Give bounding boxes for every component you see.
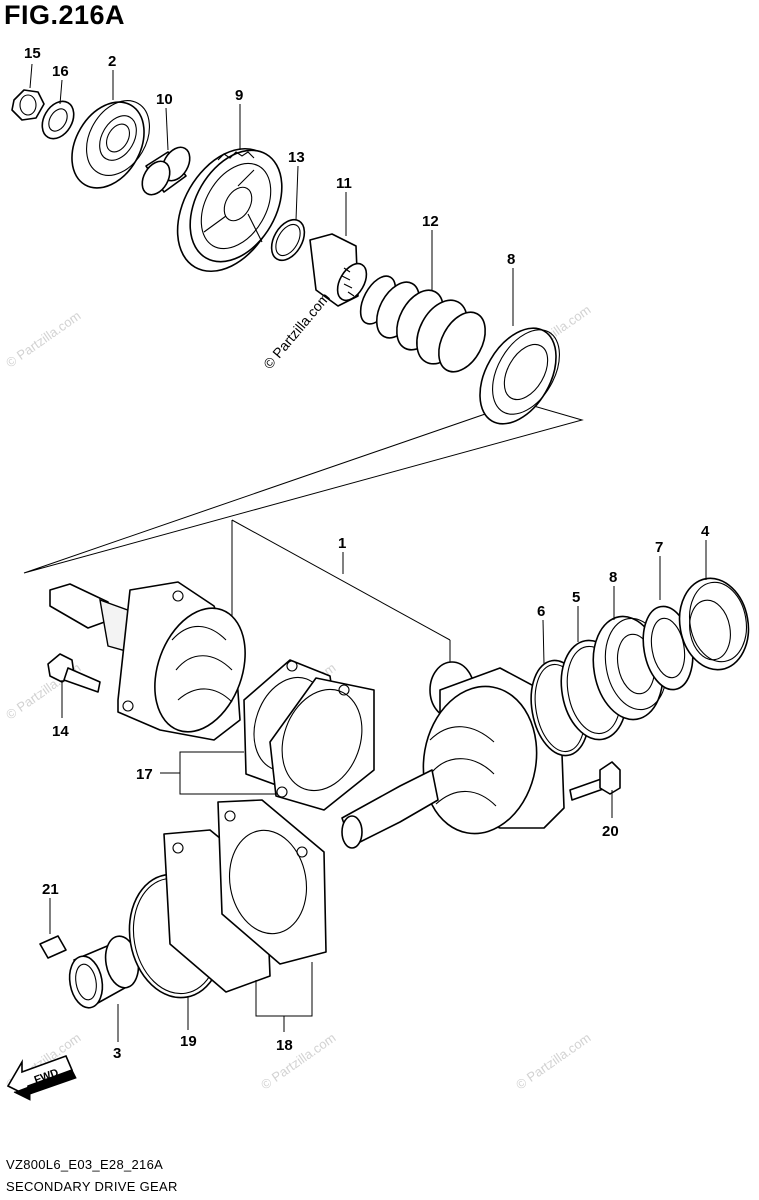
part-10-bushing — [141, 146, 191, 196]
part-16-washer — [41, 100, 75, 140]
figure-title: FIG.216A — [4, 0, 126, 30]
part-15-nut — [11, 89, 45, 121]
callout-7: 7 — [655, 539, 663, 556]
part-18-gaskets — [163, 799, 327, 993]
watermark-main: © Partzilla.com — [260, 289, 333, 372]
callout-2: 2 — [108, 53, 116, 70]
part-2-bearing — [71, 100, 150, 189]
watermark: © Partzilla.com — [513, 1030, 593, 1093]
part-1-drive-gear-shaft — [49, 581, 565, 849]
callout-18: 18 — [276, 1037, 293, 1054]
part-12-spring — [359, 275, 486, 373]
callout-5: 5 — [572, 589, 580, 606]
part-14-bolt — [47, 653, 101, 693]
callout-8-lower: 8 — [609, 569, 617, 586]
part-20-bolt — [569, 761, 621, 801]
callout-14: 14 — [52, 723, 69, 740]
watermark: © Partzilla.com — [258, 1030, 338, 1093]
callout-12: 12 — [422, 213, 439, 230]
callout-4: 4 — [701, 523, 710, 540]
part-11-cam — [309, 233, 368, 307]
figure-code: VZ800L6_E03_E28_216A — [6, 1157, 164, 1172]
part-13-circlip — [270, 218, 306, 262]
part-8-bearing-upper — [479, 327, 560, 425]
callout-3: 3 — [113, 1045, 121, 1062]
callout-21: 21 — [42, 881, 59, 898]
callout-15: 15 — [24, 45, 41, 62]
part-9-gear — [176, 147, 283, 273]
part-3-needle-bearing — [68, 935, 140, 1009]
callout-9: 9 — [235, 87, 243, 104]
callout-19: 19 — [180, 1033, 197, 1050]
callout-20: 20 — [602, 823, 619, 840]
leader-lines — [29, 63, 707, 1042]
part-21-pin — [39, 935, 67, 959]
callout-8-upper: 8 — [507, 251, 515, 268]
watermark: © Partzilla.com — [3, 308, 83, 371]
callout-16: 16 — [52, 63, 69, 80]
figure-name: SECONDARY DRIVE GEAR — [6, 1179, 178, 1194]
callout-13: 13 — [288, 149, 305, 166]
part-17-gaskets — [243, 659, 375, 811]
callout-6: 6 — [537, 603, 545, 620]
callout-10: 10 — [156, 91, 173, 108]
callouts: 15 16 2 10 9 13 11 12 8 1 6 5 8 7 4 14 1… — [24, 45, 710, 1062]
fwd-arrow: FWD — [6, 1054, 77, 1101]
callout-11: 11 — [336, 175, 352, 192]
callout-1: 1 — [338, 535, 346, 552]
callout-17: 17 — [136, 766, 153, 783]
